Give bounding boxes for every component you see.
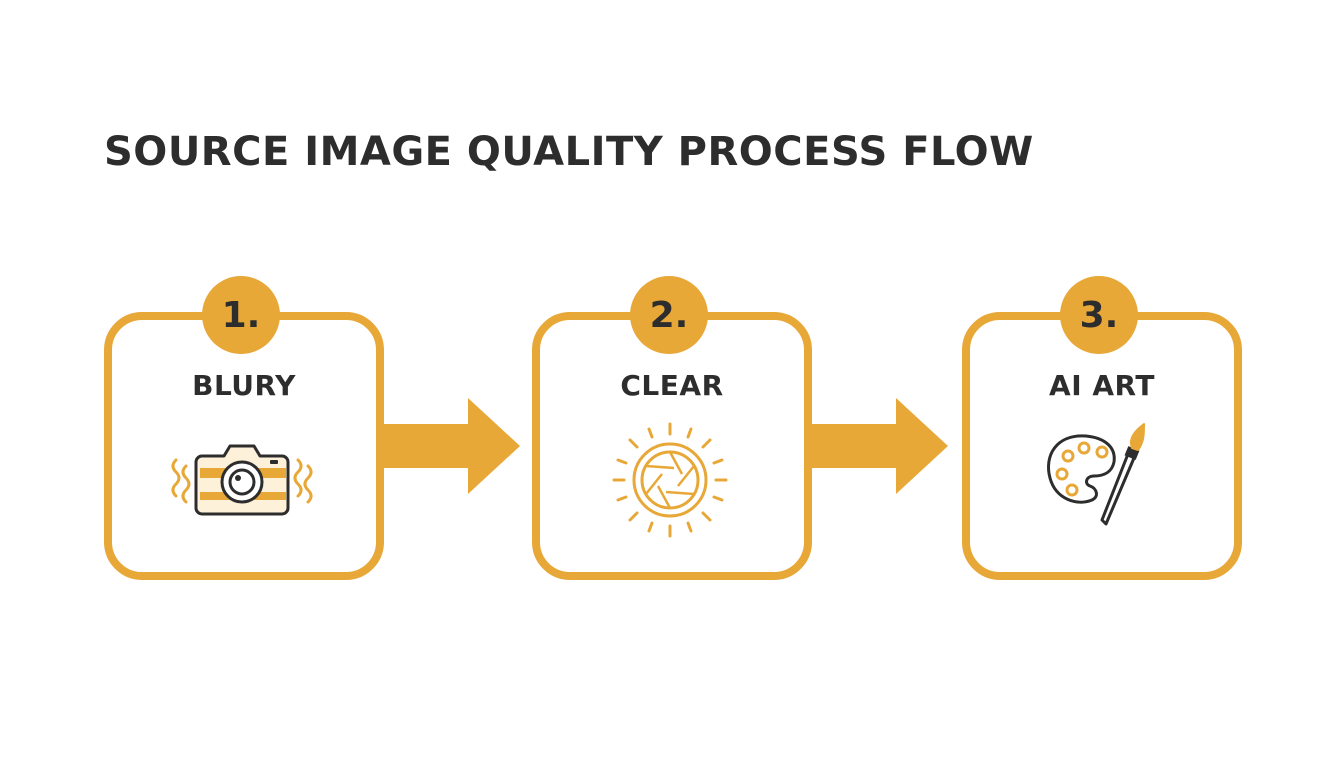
page-title: SOURCE IMAGE QUALITY PROCESS FLOW bbox=[104, 129, 1034, 175]
step-2-label: CLEAR bbox=[620, 369, 724, 402]
sun-aperture-icon bbox=[612, 422, 728, 538]
shaky-camera-icon bbox=[171, 444, 313, 516]
step-2-number-badge: 2. bbox=[630, 276, 708, 354]
step-1-label: BLURY bbox=[192, 369, 296, 402]
flow-arrow-2 bbox=[804, 398, 948, 494]
step-3-number-badge: 3. bbox=[1060, 276, 1138, 354]
palette-brush-icon bbox=[1047, 423, 1145, 526]
step-1-number-badge: 1. bbox=[202, 276, 280, 354]
step-3-label: AI ART bbox=[1049, 369, 1155, 402]
flow-arrow-1 bbox=[376, 398, 520, 494]
